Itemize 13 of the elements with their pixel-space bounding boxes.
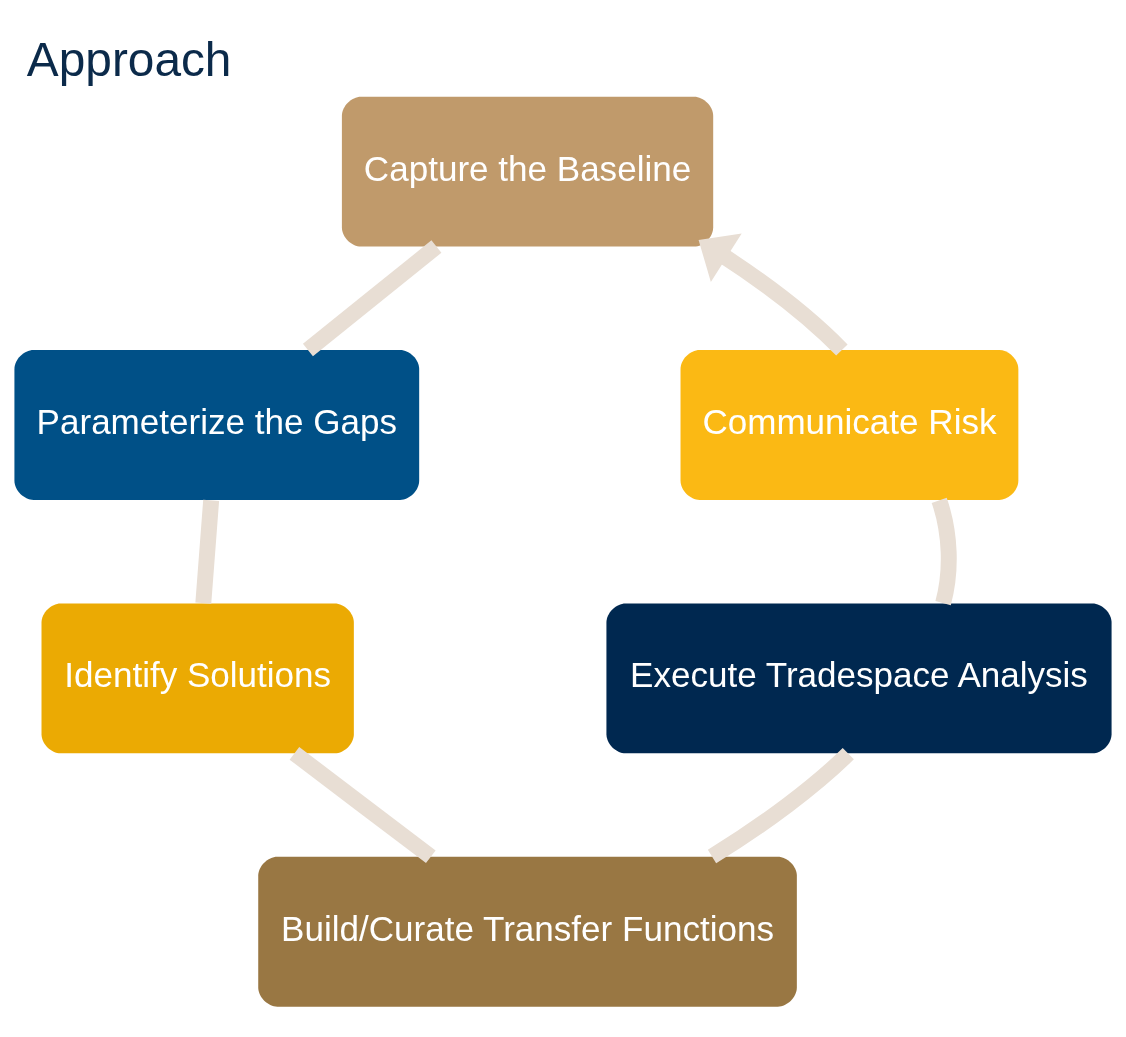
diagram-title: Approach bbox=[26, 32, 232, 86]
node-box: Capture the Baseline bbox=[341, 96, 714, 246]
arrow bbox=[698, 232, 848, 356]
node-box: Communicate Risk bbox=[680, 349, 1019, 500]
connector bbox=[195, 499, 220, 604]
connector bbox=[931, 497, 957, 605]
node-box: Execute Tradespace Analysis bbox=[606, 602, 1112, 753]
connector bbox=[289, 746, 436, 863]
node-box: Parameterize the Gaps bbox=[14, 349, 420, 500]
connector bbox=[707, 747, 854, 863]
node-box: Identify Solutions bbox=[41, 602, 354, 753]
node-box: Build/Curate Transfer Functions bbox=[258, 856, 797, 1007]
connector bbox=[302, 239, 442, 356]
